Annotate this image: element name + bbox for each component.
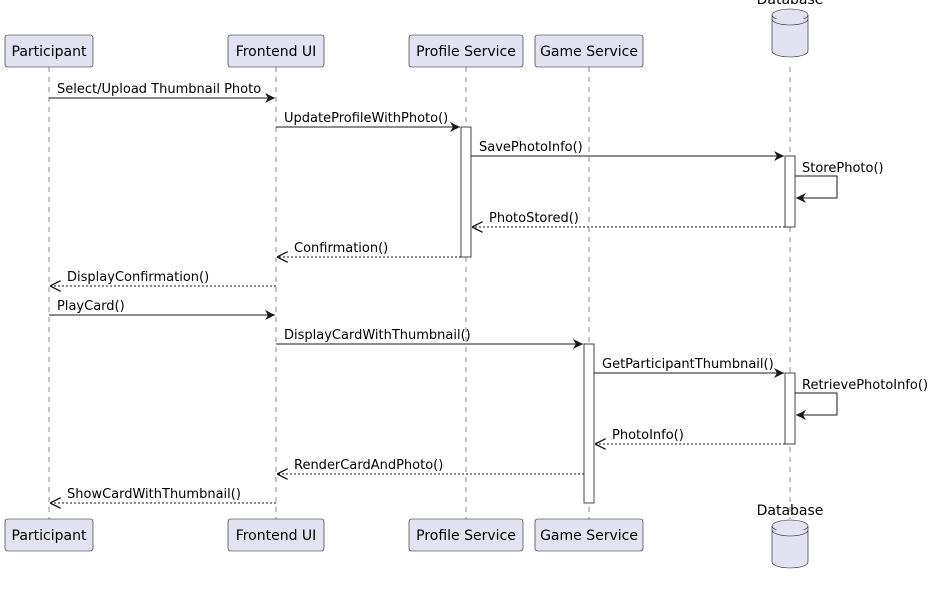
participants-top: Participant Frontend UI Profile Service Gam… <box>4 0 824 68</box>
message-label: Confirmation() <box>294 241 388 256</box>
message: PhotoInfo() <box>595 428 785 444</box>
participant-bottom-profile: Profile Service <box>408 518 524 552</box>
message: RenderCardAndPhoto() <box>277 458 584 474</box>
message: ShowCardWithThumbnail() <box>50 487 276 503</box>
message-label: PlayCard() <box>57 299 125 314</box>
message: StorePhoto() <box>795 161 884 203</box>
participant-top-profile: Profile Service <box>408 34 524 68</box>
message: Confirmation() <box>277 241 461 257</box>
participant-box <box>4 518 94 552</box>
message: PlayCard() <box>49 299 275 320</box>
self-message-arrow <box>795 392 838 420</box>
participant-box <box>534 518 644 552</box>
participant-box <box>227 518 325 552</box>
message-label: RenderCardAndPhoto() <box>294 458 443 473</box>
participant-label: Profile Service <box>416 528 516 544</box>
participant-bottom-frontend: Frontend UI <box>227 518 325 552</box>
messages: Select/Upload Thumbnail PhotoUpdateProfi… <box>49 82 928 503</box>
participant-label: Participant <box>12 528 87 544</box>
participant-box <box>4 34 94 68</box>
message-label: DisplayCardWithThumbnail() <box>284 328 471 343</box>
participant-top-frontend: Frontend UI <box>227 34 325 68</box>
activation-bar-database <box>784 155 796 228</box>
participant-bottom-participant: Participant <box>4 518 94 552</box>
activation-bar-database <box>784 372 796 445</box>
participant-top-game: Game Service <box>534 34 644 68</box>
message: DisplayConfirmation() <box>50 270 276 286</box>
participant-box <box>227 34 325 68</box>
participant-label: Database <box>757 503 824 519</box>
participant-box <box>408 518 524 552</box>
participant-label: Database <box>757 0 824 8</box>
message-label: Select/Upload Thumbnail Photo <box>57 82 261 97</box>
activation-bars <box>460 126 796 504</box>
participants-bottom: Participant Frontend UI Profile Service Gam… <box>4 503 824 569</box>
message: RetrievePhotoInfo() <box>795 378 928 420</box>
participant-box <box>408 34 524 68</box>
message: SavePhotoInfo() <box>471 140 784 161</box>
participant-top-database: Database <box>757 0 824 58</box>
message-label: PhotoInfo() <box>612 428 684 443</box>
message: UpdateProfileWithPhoto() <box>276 111 460 132</box>
participant-top-participant: Participant <box>4 34 94 68</box>
activation-bar-profile <box>460 126 472 258</box>
message: DisplayCardWithThumbnail() <box>276 328 583 349</box>
message-label: SavePhotoInfo() <box>479 140 583 155</box>
message-label: GetParticipantThumbnail() <box>602 357 774 372</box>
message-label: RetrievePhotoInfo() <box>802 378 928 393</box>
message: GetParticipantThumbnail() <box>594 357 784 378</box>
message-label: ShowCardWithThumbnail() <box>67 487 241 502</box>
lifelines <box>48 67 791 519</box>
self-message-arrow <box>795 175 838 203</box>
participant-label: Game Service <box>540 528 638 544</box>
message-label: PhotoStored() <box>489 211 579 226</box>
participant-label: Participant <box>12 44 87 60</box>
participant-label: Frontend UI <box>236 44 317 60</box>
message: Select/Upload Thumbnail Photo <box>49 82 275 103</box>
participant-label: Profile Service <box>416 44 516 60</box>
message-label: DisplayConfirmation() <box>67 270 209 285</box>
participant-bottom-database: Database <box>757 503 824 569</box>
message: PhotoStored() <box>472 211 785 227</box>
participant-label: Frontend UI <box>236 528 317 544</box>
message-label: UpdateProfileWithPhoto() <box>284 111 448 126</box>
activation-bar-game <box>583 343 595 504</box>
participant-box <box>534 34 644 68</box>
participant-bottom-game: Game Service <box>534 518 644 552</box>
participant-label: Game Service <box>540 44 638 60</box>
message-label: StorePhoto() <box>802 161 884 176</box>
